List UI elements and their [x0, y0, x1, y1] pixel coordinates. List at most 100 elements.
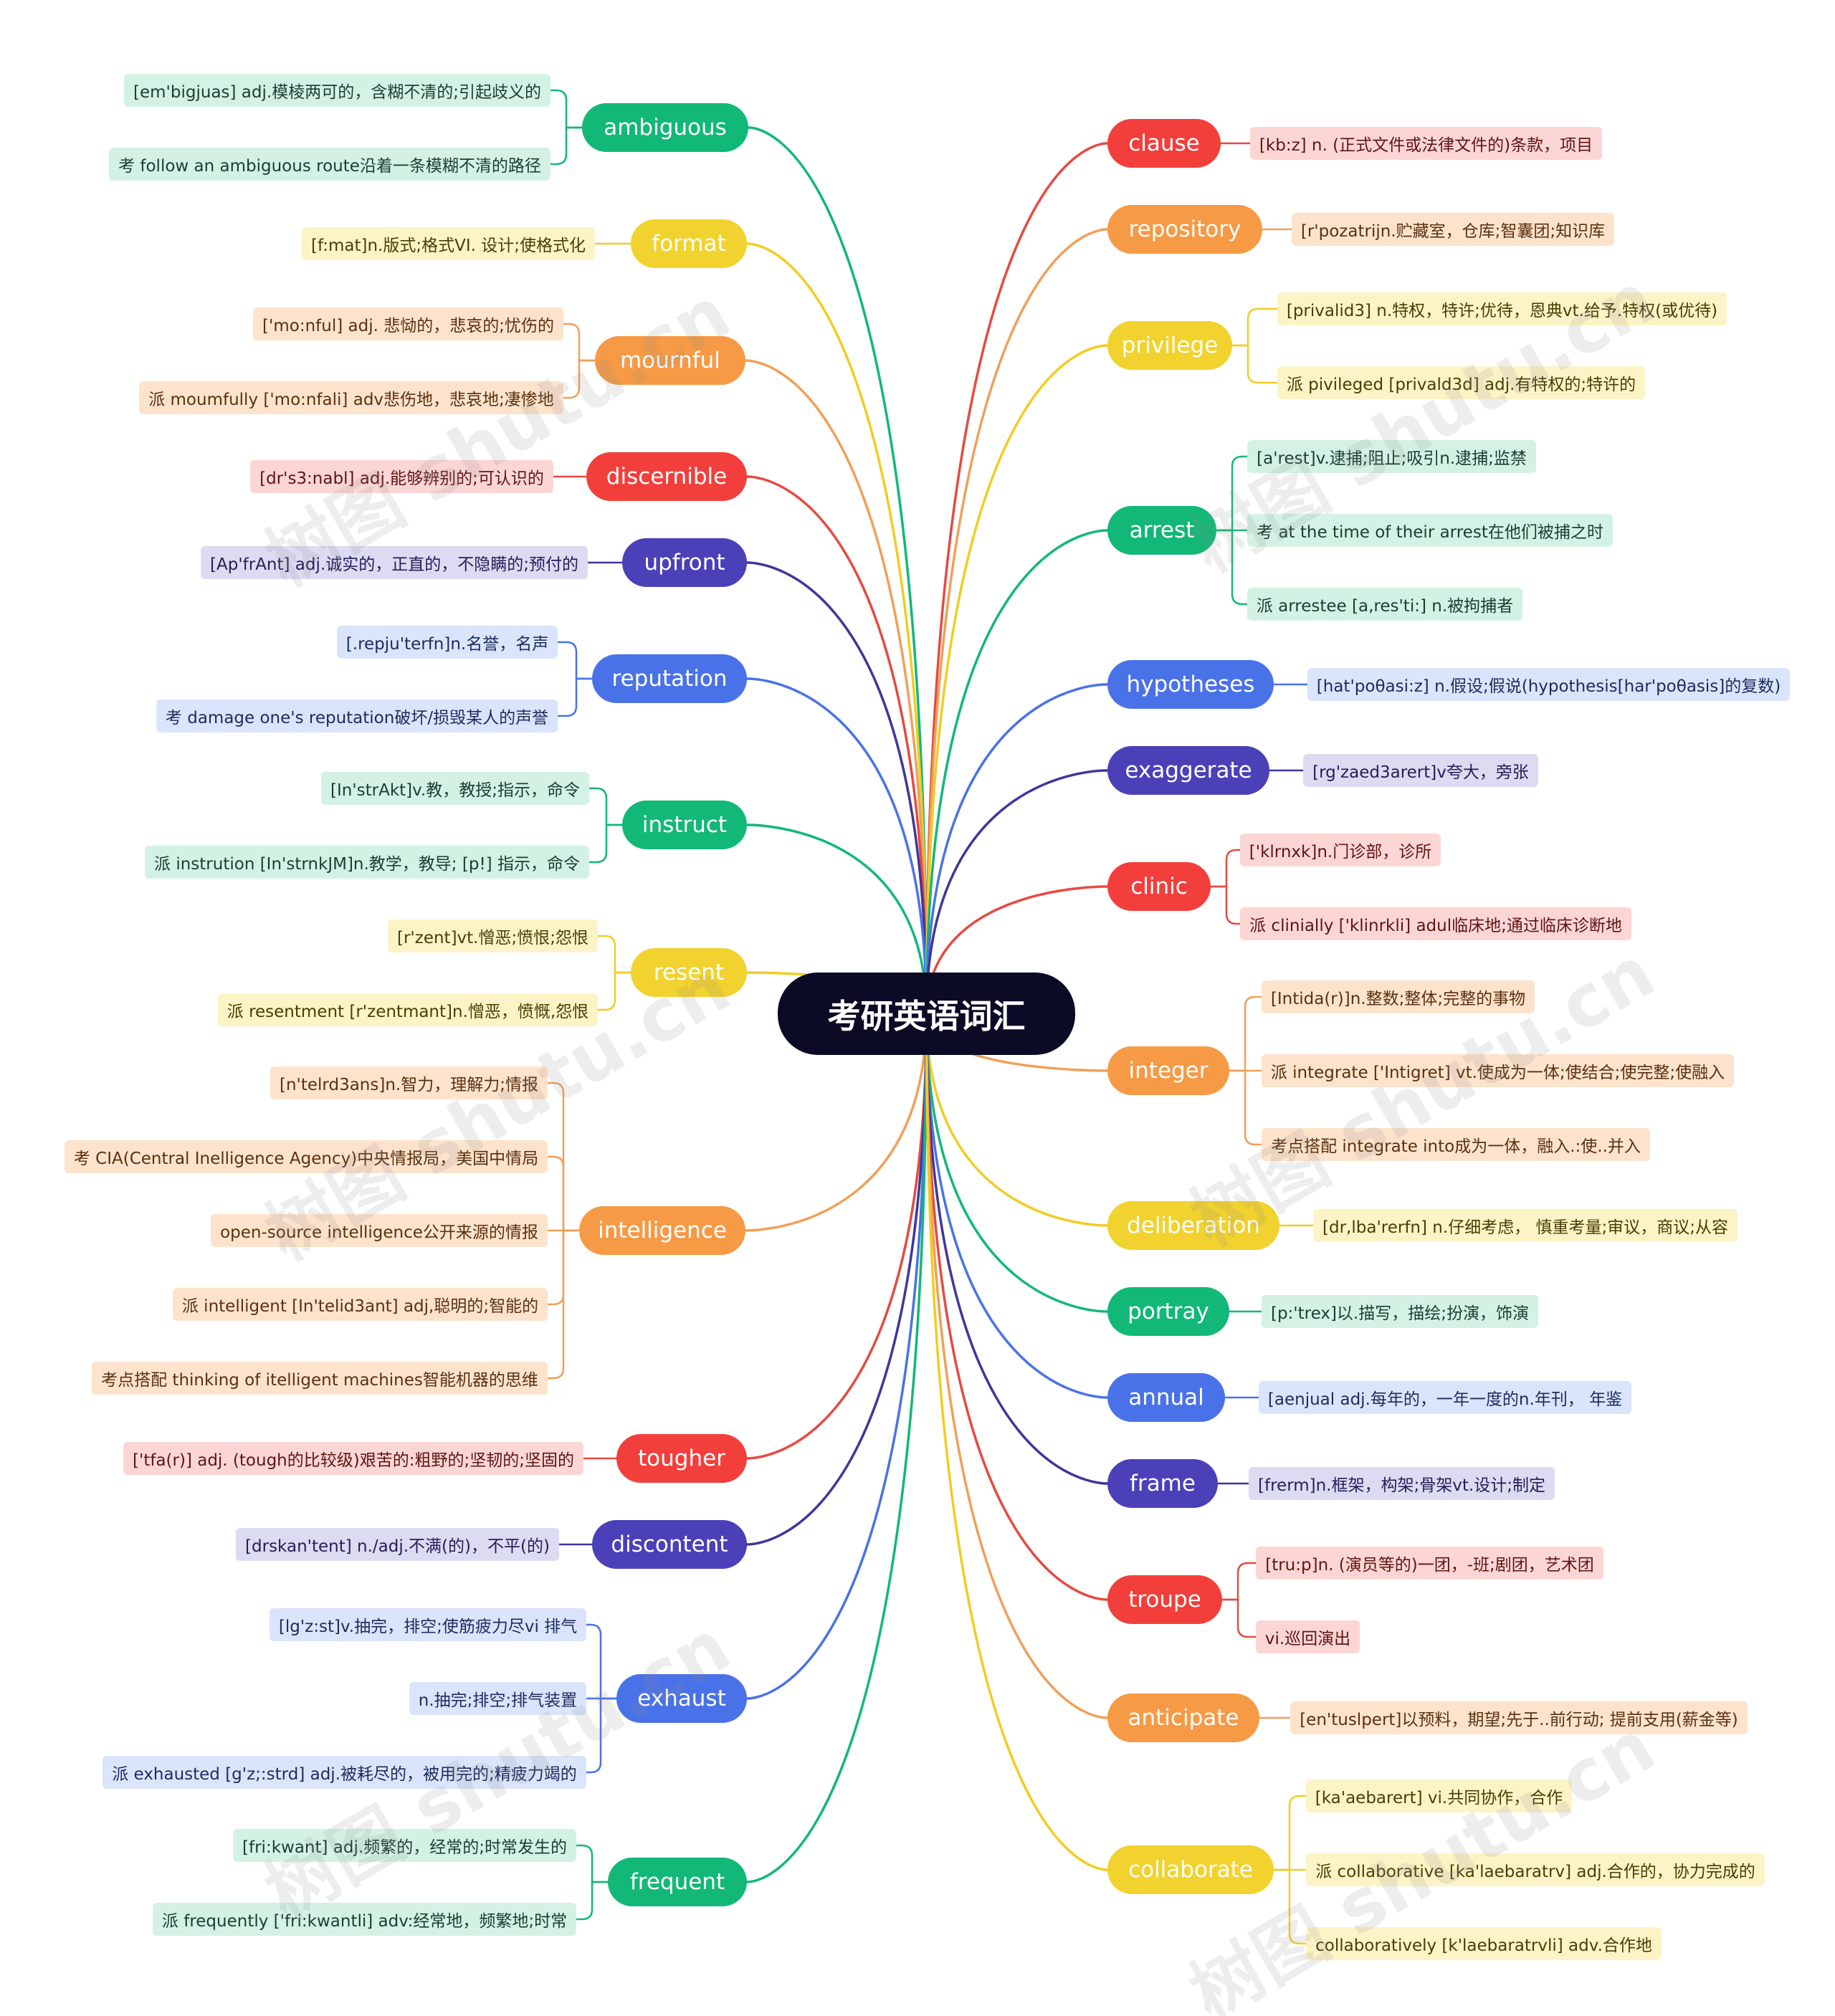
branch-discernible[interactable]: discernible	[586, 452, 747, 501]
note-reputation-2: 考 damage one's reputation破坏/损毁某人的声誉	[156, 699, 558, 732]
leaf-connector-intelligence-1	[546, 1155, 581, 1232]
branch-discontent[interactable]: discontent	[592, 1520, 747, 1569]
leaf-connector-ambiguous-0	[549, 89, 583, 129]
leaf-connector-intelligence-0	[546, 1081, 581, 1232]
leaf-connector-troupe-0	[1221, 1562, 1257, 1601]
branch-arrest[interactable]: arrest	[1107, 506, 1216, 555]
note-frequent-1: [fri:kwant] adj.频繁的，经常的;时常发生的	[233, 1829, 576, 1862]
branch-connector-arrest	[925, 529, 1109, 1016]
leaf-connector-clinic-1	[1209, 885, 1241, 925]
branch-instruct[interactable]: instruct	[622, 801, 747, 849]
branch-exhaust[interactable]: exhaust	[616, 1674, 747, 1723]
note-clause-1: [kb:z] n. (正式文件或法律文件的)条款，项目	[1250, 127, 1602, 160]
branch-tougher[interactable]: tougher	[616, 1434, 747, 1483]
leaf-connector-integer-0	[1228, 995, 1263, 1072]
note-ambiguous-2: 考 follow an ambiguous route沿着一条模糊不清的路径	[109, 148, 550, 181]
note-integer-2: 派 integrate ['Intigret] vt.使成为一体;使结合;使完整…	[1262, 1054, 1734, 1087]
leaf-connector-frequent-1	[575, 1881, 609, 1921]
branch-connector-clinic	[925, 885, 1109, 1016]
leaf-connector-intelligence-4	[546, 1229, 581, 1380]
branch-intelligence[interactable]: intelligence	[579, 1206, 745, 1255]
branch-connector-intelligence	[744, 1012, 928, 1232]
branch-connector-portray	[925, 1012, 1109, 1313]
note-discontent-1: [drskan'tent] n./adj.不满(的)，不平(的)	[236, 1528, 559, 1561]
note-upfront-1: [Ap'frAnt] adj.诚实的，正直的，不隐瞒的;预付的	[201, 546, 588, 579]
note-collaborate-2: 派 collaborative [ka'laebaratrv] adj.合作的，…	[1306, 1853, 1765, 1886]
note-anticipate-1: [en'tuslpert]以预料，期望;先于..前行动; 提前支用(薪金等)	[1290, 1701, 1748, 1734]
branch-connector-annual	[925, 1012, 1109, 1399]
branch-privilege[interactable]: privilege	[1107, 321, 1232, 370]
branch-anticipate[interactable]: anticipate	[1107, 1693, 1259, 1742]
branch-connector-tougher	[745, 1012, 928, 1460]
leaf-connector-frequent-0	[575, 1844, 609, 1883]
central-topic[interactable]: 考研英语词汇	[778, 973, 1075, 1055]
note-integer-1: [Intida(r)]n.整数;整体;完整的事物	[1262, 980, 1535, 1013]
leaf-connector-privilege-0	[1231, 307, 1279, 347]
note-discernible-1: [dr's3:nabl] adj.能够辨别的;可认识的	[250, 460, 553, 493]
branch-format[interactable]: format	[631, 219, 747, 268]
branch-troupe[interactable]: troupe	[1107, 1575, 1222, 1624]
note-intelligence-5: 考点搭配 thinking of itelligent machines智能机器…	[92, 1362, 548, 1395]
note-frequent-2: 派 frequently ['fri:kwantli] adv:经常地，频繁地;…	[153, 1903, 576, 1936]
branch-connector-clause	[925, 142, 1109, 1016]
note-resent-1: [r'zent]vt.憎恶;愤恨;怨恨	[388, 919, 598, 952]
note-reputation-1: [.repju'terfn]n.名誉，名声	[337, 626, 558, 659]
note-ambiguous-1: [em'bigjuas] adj.模棱两可的，含糊不清的;引起歧义的	[124, 74, 550, 107]
note-mournful-1: ['mo:nful] adj. 悲恸的，悲哀的;忧伤的	[253, 307, 563, 340]
branch-hypotheses[interactable]: hypotheses	[1107, 660, 1274, 709]
note-annual-1: [aenjual adj.每年的，一年一度的n.年刊， 年鉴	[1259, 1381, 1631, 1414]
note-arrest-1: [a'rest]v.逮捕;阻止;吸引n.逮捕;监禁	[1247, 440, 1536, 473]
branch-ambiguous[interactable]: ambiguous	[582, 103, 748, 152]
branch-repository[interactable]: repository	[1107, 205, 1262, 254]
note-tougher-1: ['tfa(r)] adj. (tough的比较级)艰苦的:粗野的;坚韧的;坚固…	[123, 1442, 583, 1475]
branch-deliberation[interactable]: deliberation	[1107, 1201, 1279, 1250]
branch-integer[interactable]: integer	[1107, 1046, 1229, 1095]
leaf-connector-reputation-0	[556, 641, 594, 680]
note-exhaust-1: [lg'z:st]v.抽完，排空;使筋疲力尽vi 排气	[270, 1608, 586, 1641]
note-frame-1: [frerm]n.框架，构架;骨架vt.设计;制定	[1249, 1467, 1555, 1500]
branch-connector-instruct	[745, 823, 928, 1016]
branch-frequent[interactable]: frequent	[608, 1858, 747, 1906]
branch-clause[interactable]: clause	[1107, 119, 1221, 168]
leaf-connector-instruct-1	[588, 823, 624, 864]
note-exaggerate-1: [rg'zaed3arert]v夸大，旁张	[1303, 754, 1538, 787]
branch-connector-deliberation	[925, 1012, 1109, 1227]
leaf-connector-resent-0	[596, 935, 632, 974]
branch-upfront[interactable]: upfront	[622, 538, 747, 587]
branch-connector-frame	[925, 1012, 1109, 1485]
note-mournful-2: 派 moumfully ['mo:nfali] adv悲伤地，悲哀地;凄惨地	[139, 381, 563, 414]
branch-clinic[interactable]: clinic	[1107, 862, 1211, 911]
note-privilege-2: 派 pivileged [privald3d] adj.有特权的;特许的	[1277, 366, 1645, 399]
leaf-connector-exhaust-2	[585, 1697, 618, 1774]
note-collaborate-3: collaboratively [k'laebaratrvli] adv.合作地	[1306, 1927, 1662, 1960]
branch-exaggerate[interactable]: exaggerate	[1107, 746, 1269, 795]
leaf-connector-privilege-1	[1231, 344, 1279, 384]
note-instruct-1: [In'strAkt]v.教，教授;指示，命令	[321, 772, 589, 805]
note-clinic-1: ['klrnxk]n.门诊部，诊所	[1240, 833, 1441, 866]
branch-mournful[interactable]: mournful	[595, 336, 745, 385]
leaf-connector-reputation-1	[556, 677, 594, 717]
leaf-connector-clinic-0	[1209, 849, 1241, 888]
branch-connector-repository	[925, 228, 1109, 1016]
leaf-connector-troupe-1	[1221, 1598, 1257, 1638]
note-intelligence-3: open-source intelligence公开来源的情报	[211, 1214, 548, 1247]
note-repository-1: [r'pozatrijn.贮藏室，仓库;智囊团;知识库	[1292, 213, 1614, 246]
note-format-1: [f:mat]n.版式;格式VI. 设计;使格式化	[302, 227, 595, 260]
branch-portray[interactable]: portray	[1107, 1287, 1229, 1336]
branch-connector-ambiguous	[747, 126, 928, 1016]
leaf-connector-instruct-0	[588, 787, 624, 826]
branch-connector-collaborate	[925, 1012, 1109, 1871]
branch-connector-hypotheses	[925, 683, 1109, 1016]
branch-collaborate[interactable]: collaborate	[1107, 1845, 1274, 1894]
branch-frame[interactable]: frame	[1107, 1459, 1218, 1508]
branch-connector-upfront	[745, 561, 928, 1016]
note-instruct-2: 派 instrution [In'strnkJM]n.教学，教导; [p!] 指…	[145, 846, 589, 879]
branch-connector-mournful	[744, 359, 928, 1016]
branch-reputation[interactable]: reputation	[592, 654, 747, 703]
note-arrest-3: 派 arrestee [a,res'ti:] n.被拘捕者	[1247, 588, 1522, 621]
note-clinic-2: 派 clinially ['klinrkli] adul临床地;通过临床诊断地	[1240, 907, 1631, 940]
branch-resent[interactable]: resent	[631, 948, 747, 997]
leaf-connector-integer-2	[1228, 1069, 1263, 1146]
branch-annual[interactable]: annual	[1107, 1373, 1225, 1422]
